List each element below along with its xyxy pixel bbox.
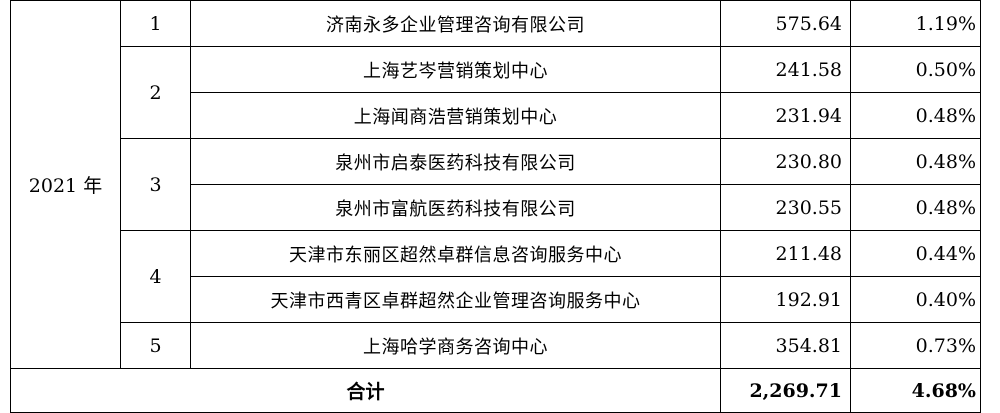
amount-cell: 354.81: [720, 322, 851, 369]
company-name-cell: 泉州市启泰医药科技有限公司: [190, 138, 721, 185]
amount-cell: 230.80: [720, 138, 851, 185]
amount-cell: 230.55: [720, 184, 851, 231]
rank-cell: 2: [120, 46, 191, 139]
table-row: 4 天津市东丽区超然卓群信息咨询服务中心 211.48 0.44%: [11, 230, 981, 323]
rank-cell: 5: [120, 322, 191, 369]
percent-cell: 0.48%: [850, 138, 981, 185]
table-row: 2 上海艺岑营销策划中心 241.58 0.50%: [11, 46, 981, 139]
table-row: 天津市西青区卓群超然企业管理咨询服务中心 192.91 0.40%: [11, 276, 981, 323]
company-name-cell: 泉州市富航医药科技有限公司: [190, 184, 721, 231]
company-name-cell: 上海闻商浩营销策划中心: [190, 92, 721, 139]
company-name-cell: 上海哈学商务咨询中心: [190, 322, 721, 369]
rank-cell: 4: [120, 230, 191, 323]
percent-cell: 0.40%: [850, 276, 981, 323]
table-row: 上海闻商浩营销策划中心 231.94 0.48%: [11, 92, 981, 139]
percent-cell: 0.50%: [850, 46, 981, 93]
percent-cell: 0.73%: [850, 322, 981, 369]
table-row: 2021 年 1 济南永多企业管理咨询有限公司 575.64 1.19%: [10, 0, 981, 369]
company-name-cell: 天津市东丽区超然卓群信息咨询服务中心: [190, 230, 721, 277]
customer-sales-table: 2021 年 1 济南永多企业管理咨询有限公司 575.64 1.19% 2 上…: [10, 0, 981, 413]
amount-cell: 575.64: [720, 0, 851, 47]
amount-cell: 231.94: [720, 92, 851, 139]
table-row: 3 泉州市启泰医药科技有限公司 230.80 0.48%: [11, 138, 981, 231]
year-cell: 2021 年: [10, 0, 121, 369]
percent-cell: 0.44%: [850, 230, 981, 277]
rank-cell: 1: [120, 0, 191, 47]
company-name-cell: 上海艺岑营销策划中心: [190, 46, 721, 93]
company-name-cell: 天津市西青区卓群超然企业管理咨询服务中心: [190, 276, 721, 323]
total-amount: 2,269.71: [720, 368, 851, 413]
percent-cell: 1.19%: [850, 0, 981, 47]
amount-cell: 241.58: [720, 46, 851, 93]
total-row: 合计 2,269.71 4.68%: [10, 368, 981, 413]
company-name-cell: 济南永多企业管理咨询有限公司: [190, 0, 721, 47]
amount-cell: 211.48: [720, 230, 851, 277]
percent-cell: 0.48%: [850, 92, 981, 139]
table-row: 5 上海哈学商务咨询中心 354.81 0.73%: [11, 322, 981, 369]
total-percent: 4.68%: [850, 368, 981, 413]
percent-cell: 0.48%: [850, 184, 981, 231]
table-row: 泉州市富航医药科技有限公司 230.55 0.48%: [11, 184, 981, 231]
total-label: 合计: [10, 368, 721, 413]
amount-cell: 192.91: [720, 276, 851, 323]
rank-cell: 3: [120, 138, 191, 231]
